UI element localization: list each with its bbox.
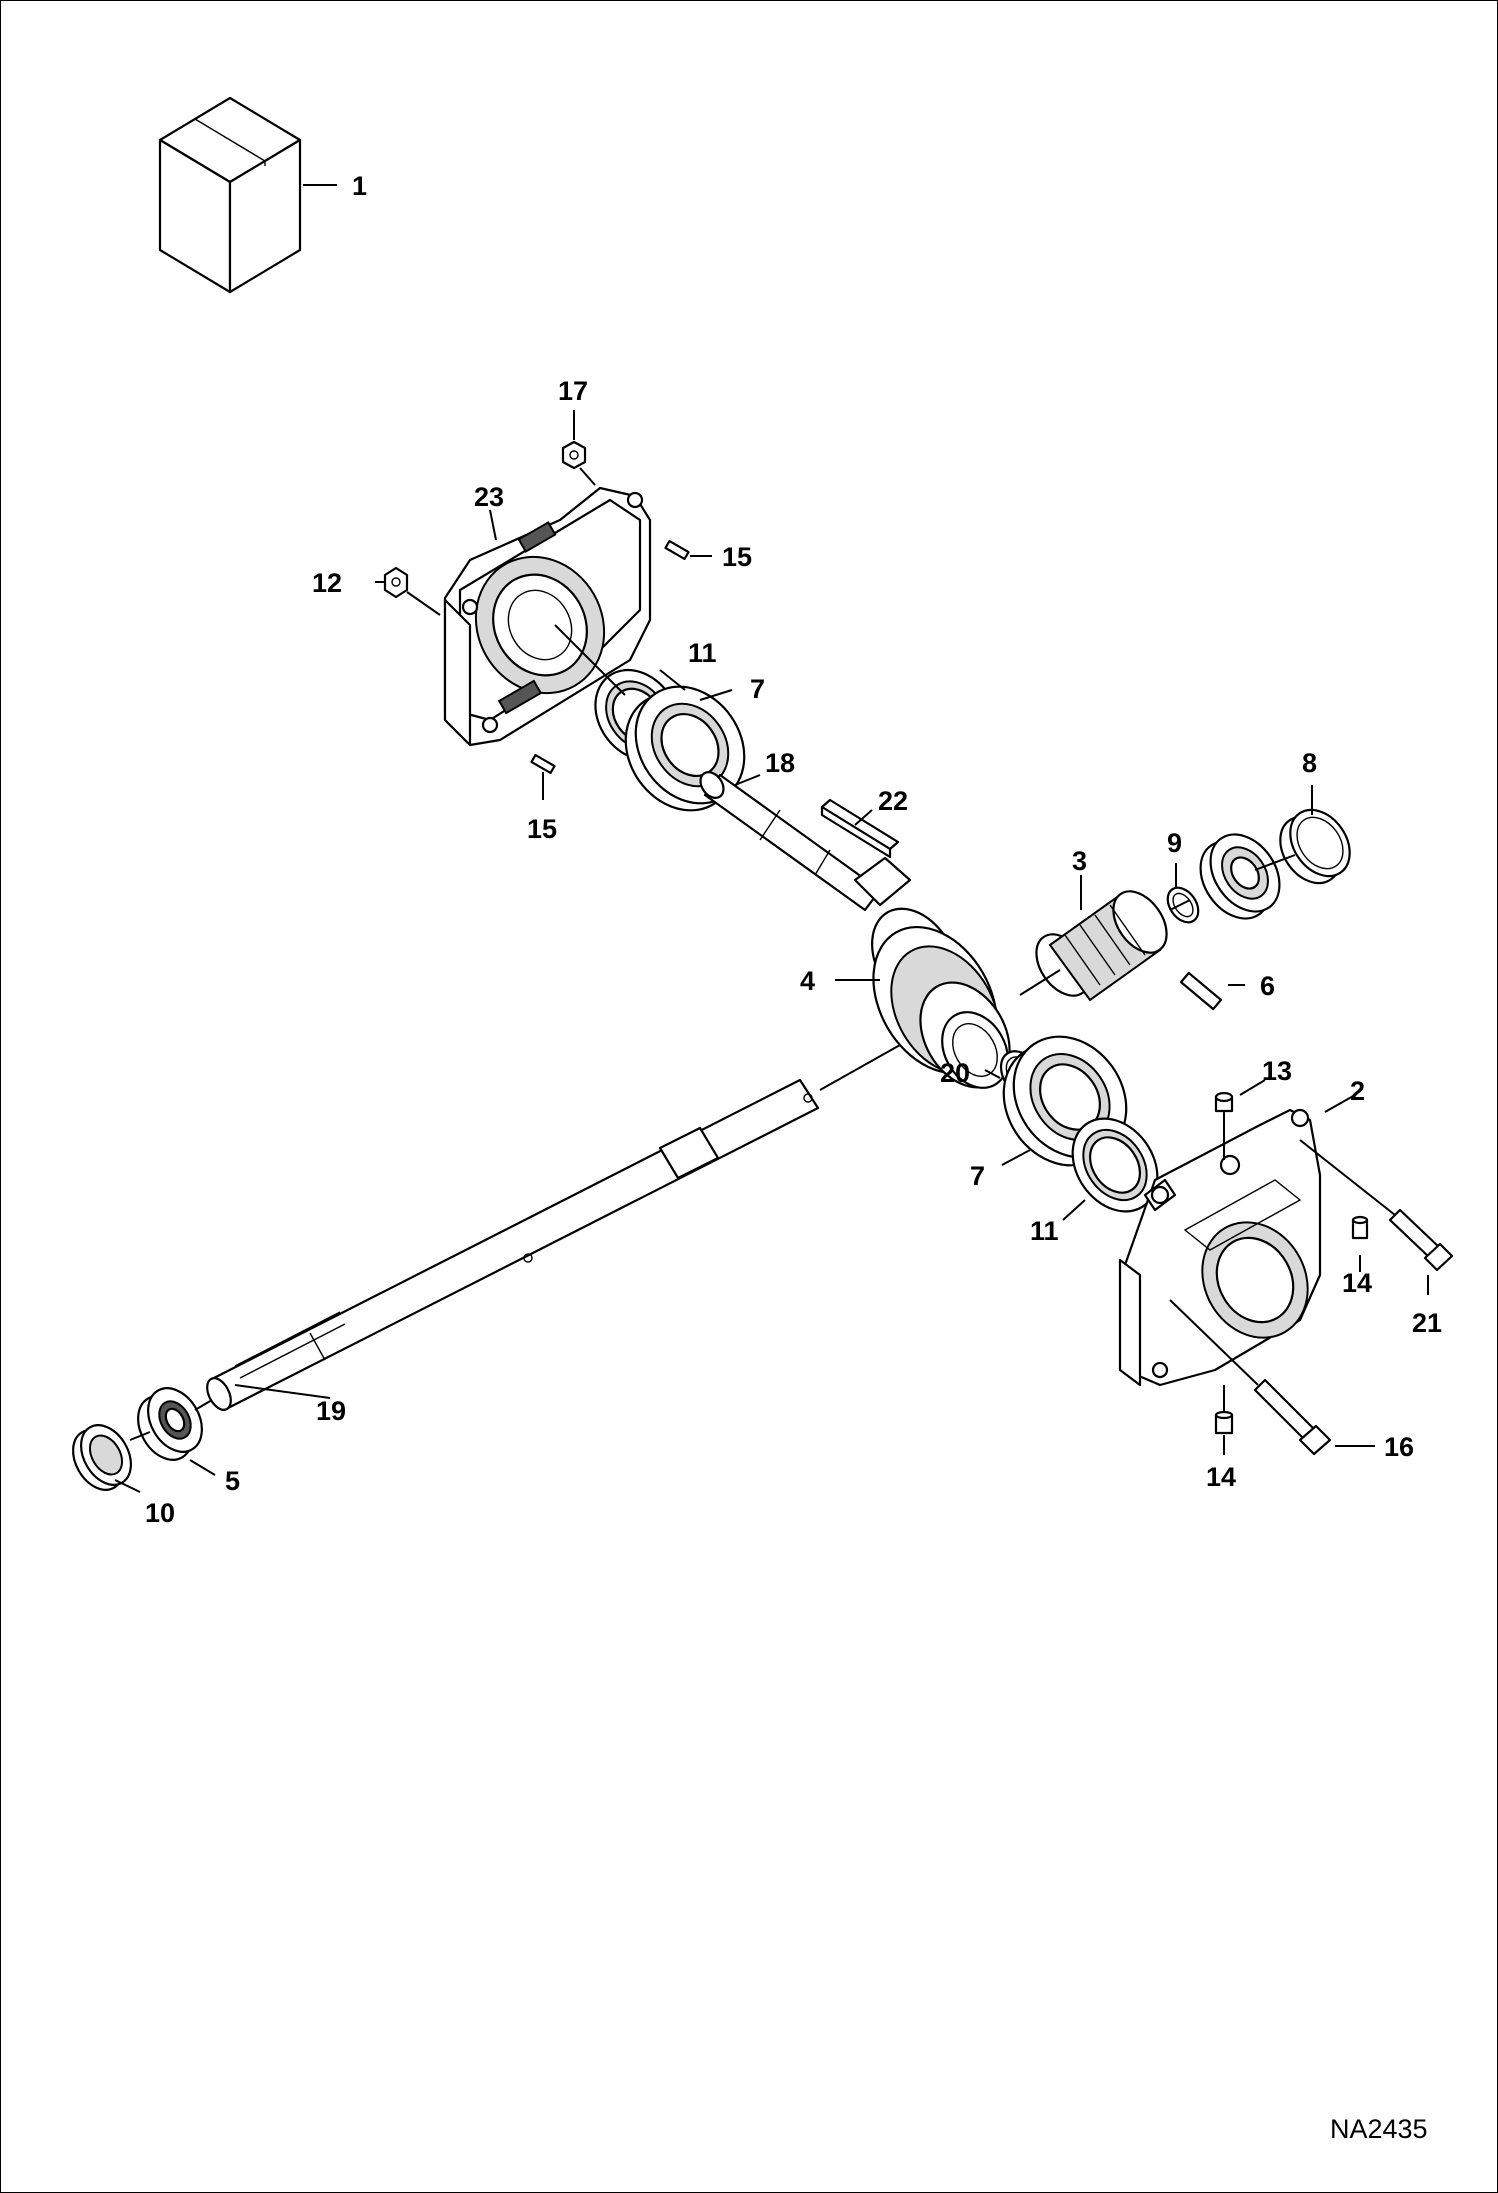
callout-11-lower: 11 <box>1030 1216 1059 1246</box>
callout-13: 13 <box>1262 1056 1292 1086</box>
callout-19: 19 <box>316 1396 346 1426</box>
left-housing-part-23 <box>443 486 652 747</box>
dowel-pin-part-15-bottom <box>530 753 556 775</box>
callout-7-upper: 7 <box>750 674 765 704</box>
nut-part-12 <box>383 566 409 599</box>
dowel-part-14-lower <box>1214 1410 1234 1435</box>
bolt-part-21 <box>1299 1139 1454 1272</box>
leader-lines <box>114 184 1429 1493</box>
callout-18: 18 <box>765 748 795 778</box>
callout-16: 16 <box>1384 1432 1414 1462</box>
nut-part-17 <box>561 440 587 470</box>
snap-ring-part-9 <box>1166 886 1200 924</box>
shaft-part-18 <box>699 771 912 912</box>
assembly-axis-lines <box>129 624 1296 1441</box>
callout-11-upper: 11 <box>688 638 717 668</box>
callout-2: 2 <box>1350 1076 1365 1106</box>
callout-8: 8 <box>1302 748 1317 778</box>
callout-1: 1 <box>352 171 367 201</box>
dowel-part-14-upper <box>1351 1215 1369 1240</box>
seal-part-10 <box>72 1424 132 1491</box>
callout-20: 20 <box>940 1058 970 1088</box>
callout-15-upper: 15 <box>722 542 752 572</box>
callout-17: 17 <box>558 376 588 406</box>
callout-12: 12 <box>312 568 342 598</box>
kit-box-part-1 <box>158 96 302 294</box>
callout-10: 10 <box>145 1498 175 1528</box>
callout-22: 22 <box>878 786 908 816</box>
cap-part-8 <box>1279 808 1351 885</box>
callout-3: 3 <box>1072 846 1087 876</box>
right-housing-part-2 <box>1118 1108 1322 1387</box>
seal-part-11-lower <box>1071 1117 1159 1213</box>
dowel-pin-part-15-top <box>664 539 690 561</box>
callout-21: 21 <box>1412 1308 1442 1338</box>
bolt-part-16 <box>1169 1299 1332 1456</box>
bearing-near-part-8 <box>1199 833 1281 920</box>
key-part-22 <box>820 798 900 859</box>
long-shaft-part-19 <box>206 1078 820 1411</box>
worm-part-3 <box>1035 890 1168 1002</box>
callout-labels: 1 2 3 4 5 6 7 7 8 9 10 11 11 12 13 14 14… <box>145 171 1442 1528</box>
callout-15-lower: 15 <box>527 814 557 844</box>
callout-14-upper: 14 <box>1342 1268 1372 1298</box>
callout-6: 6 <box>1260 971 1275 1001</box>
bearing-part-5 <box>137 1387 203 1461</box>
callout-9: 9 <box>1167 828 1182 858</box>
breather-part-13 <box>1214 1091 1234 1160</box>
callout-14-lower: 14 <box>1206 1462 1236 1492</box>
callout-7-lower: 7 <box>970 1161 985 1191</box>
callout-23: 23 <box>474 482 504 512</box>
gear-part-4 <box>871 907 1011 1089</box>
drawing-number: NA2435 <box>1330 2114 1428 2144</box>
pin-part-6 <box>1179 971 1223 1011</box>
callout-4: 4 <box>800 966 815 996</box>
callout-5: 5 <box>225 1466 240 1496</box>
